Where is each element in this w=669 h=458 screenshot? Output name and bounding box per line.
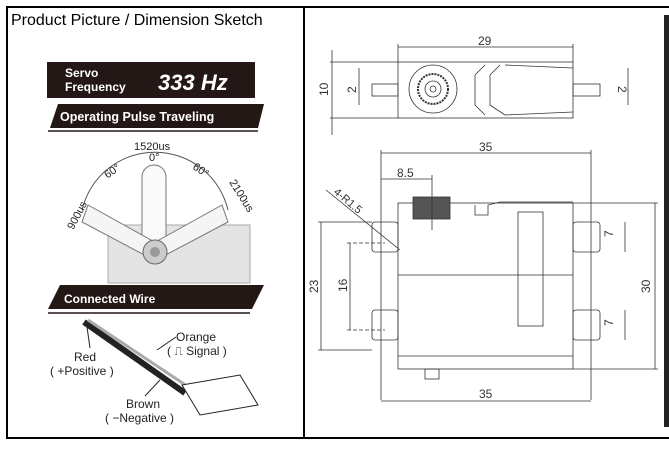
angle-center-label: 0°: [149, 152, 160, 164]
wire-banner: [48, 285, 264, 309]
spec-table-row: [6, 6, 669, 439]
dim-tab-left: 2: [345, 86, 359, 93]
dim-top-width: 29: [478, 34, 492, 48]
wire-brown-desc: ( −Negative ): [105, 411, 174, 425]
dim-tab-right: 2: [615, 86, 629, 93]
front-view-body: [397, 202, 574, 370]
frequency-banner: [47, 62, 255, 98]
connector: [181, 374, 259, 416]
dim-radius: 4-R1.5: [331, 186, 364, 216]
dim-width-top: 35: [479, 140, 493, 154]
frequency-value: 333 Hz: [158, 70, 228, 95]
wire-bundle: [82, 319, 187, 396]
top-view-tab-left: [371, 83, 399, 97]
banner-frequency-text: Frequency: [65, 80, 126, 94]
dim-mount-inner: 16: [336, 278, 350, 292]
banner-servo-text: Servo: [65, 66, 98, 80]
dim-top-height: 10: [317, 82, 331, 96]
dim-slot-top: 7: [602, 230, 616, 237]
dim-width-bottom: 35: [479, 387, 493, 401]
pulse-banner-text: Operating Pulse Traveling: [60, 110, 214, 124]
cable-exit: [424, 368, 440, 380]
flange-bottom-left: [371, 309, 399, 341]
dim-shaft-offset: 8.5: [397, 166, 414, 180]
dim-height: 30: [639, 279, 653, 293]
wire-orange-label: Orange: [176, 330, 216, 344]
wire-orange-desc: ( ⎍ Signal ): [167, 344, 227, 358]
flange-top-right: [572, 221, 601, 253]
cell-divider: [303, 6, 305, 439]
label-window: [517, 211, 544, 327]
pulse-center-label: 1520us: [134, 141, 171, 153]
output-gear: [412, 196, 451, 220]
wire-red-label: Red: [74, 350, 96, 364]
dim-slot-bottom: 7: [602, 319, 616, 326]
wire-brown-label: Brown: [126, 397, 160, 411]
cell-title: Product Picture / Dimension Sketch: [11, 12, 263, 29]
dim-mount-outer: 23: [307, 279, 321, 293]
wire-banner-text: Connected Wire: [64, 292, 156, 306]
top-view-tab-right: [572, 83, 601, 97]
wire-red-desc: ( +Positive ): [50, 364, 114, 378]
flange-top-left: [371, 221, 399, 253]
top-view-body: [397, 61, 574, 119]
pulse-banner: [50, 104, 264, 128]
adjacent-image-edge: [664, 15, 669, 427]
flange-bottom-right: [572, 309, 601, 341]
top-view-gear-outer: [408, 64, 458, 114]
travel-arc: [81, 151, 229, 211]
